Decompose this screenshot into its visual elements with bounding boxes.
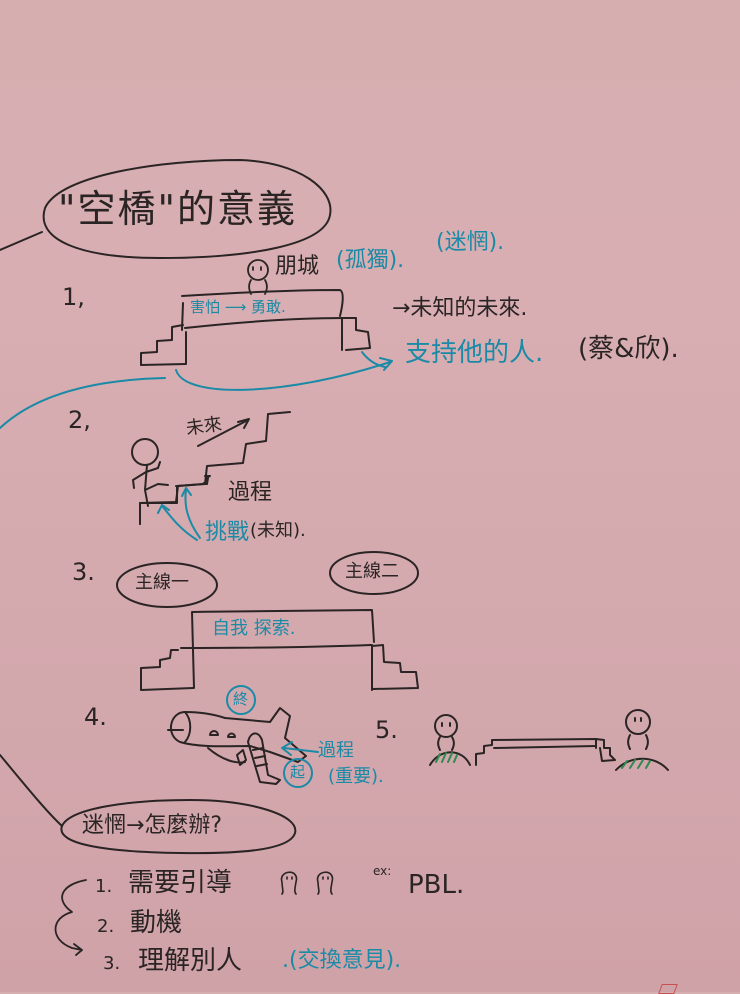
list-item-3-note: .(交換意見).: [282, 948, 402, 973]
staircase-2: [139, 475, 211, 525]
self-exploration-text: 自我 探索.: [212, 618, 296, 639]
end-circle: [226, 685, 256, 715]
unknown-future-note: →未知的未來.: [392, 296, 528, 321]
section-1-number: 1,: [62, 283, 85, 311]
confusion-bubble: [60, 799, 297, 855]
ghost-icons: [280, 871, 334, 895]
mainline2-bubble: [329, 551, 419, 595]
important-note: (重要).: [328, 766, 384, 787]
branch-line-top: [0, 231, 43, 251]
mainline1-bubble: [116, 562, 218, 608]
support-names: (蔡&欣).: [578, 334, 679, 364]
confusion-heading: 迷惘→怎麼辦?: [82, 813, 223, 838]
list-item-2-number: 2.: [97, 916, 115, 937]
end-label: 終: [233, 690, 249, 708]
section-5-number: 5.: [375, 716, 398, 744]
stick-figure: [131, 438, 169, 507]
process-label: 過程: [228, 480, 273, 505]
challenge-label: 挑戰: [205, 520, 250, 545]
list-item-1-note: PBL.: [408, 870, 465, 900]
section-3-number: 3.: [72, 558, 95, 586]
branch-line-bottom: [0, 754, 63, 827]
list-item-1-note-prefix: ex:: [373, 864, 392, 878]
grass: [435, 752, 651, 769]
challenge-note: (未知).: [250, 520, 306, 541]
bridge-1-text: 害怕 ⟶ 勇敢.: [190, 298, 286, 316]
mainline-1-label: 主線一: [135, 572, 189, 593]
person-icon-1: [247, 259, 269, 295]
bridge-5: [429, 709, 669, 771]
title-bubble: [42, 159, 332, 259]
list-item-1-number: 1.: [95, 876, 113, 897]
person-name: 朋城: [275, 254, 320, 279]
page-title: "空橋"的意義: [58, 187, 297, 231]
bridge-3: [140, 609, 419, 691]
section-2-number: 2,: [68, 406, 91, 434]
support-text: 支持他的人.: [405, 338, 544, 368]
section-4-number: 4.: [84, 703, 107, 731]
person-note-lonely: (孤獨).: [336, 248, 405, 273]
support-arrow: [175, 361, 391, 391]
bridge-1: [140, 289, 371, 366]
process-label-4: 過程: [318, 740, 354, 761]
list-item-3-number: 3.: [103, 953, 121, 974]
start-label: 起: [290, 763, 306, 781]
start-circle: [283, 758, 313, 788]
bracket-arrow: [54, 879, 87, 956]
person-note-confused: (迷惘).: [436, 230, 505, 255]
list-item-2-text: 動機: [130, 908, 183, 938]
support-curve: [0, 377, 166, 429]
mainline-2-label: 主線二: [345, 561, 399, 582]
stamp-mark: [658, 984, 678, 994]
list-item-3-text: 理解別人: [138, 946, 243, 976]
list-item-1-text: 需要引導: [128, 868, 233, 898]
airplane-icon: [167, 707, 307, 785]
future-label: 未來: [184, 413, 224, 440]
